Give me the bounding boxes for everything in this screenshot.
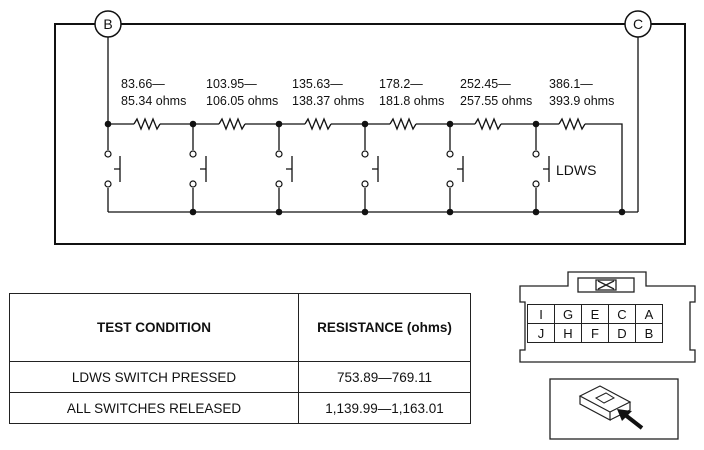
junction-dots [104, 120, 626, 216]
node-c: C [624, 10, 652, 38]
resistor-6-label-line2: 393.9 ohms [549, 94, 614, 108]
resistor-labels: 83.66— 85.34 ohms 103.95— 106.05 ohms 13… [121, 77, 614, 108]
switch-4 [361, 124, 379, 212]
resistor-3-label-line2: 138.37 ohms [292, 94, 364, 108]
top-bus [108, 123, 623, 212]
resistor-ladder [108, 117, 623, 212]
resistor-3 [304, 117, 332, 131]
pin-h: H [554, 323, 582, 343]
node-c-label: C [633, 16, 643, 32]
resistor-5-label-line1: 252.45— [460, 77, 511, 91]
connector-top-row: I G E C A [527, 304, 663, 324]
resistor-1 [133, 117, 161, 131]
pin-a: A [635, 304, 663, 324]
resistance-table: TEST CONDITION RESISTANCE (ohms) LDWS SW… [9, 293, 471, 424]
resistor-5 [474, 117, 502, 131]
pin-j: J [527, 323, 555, 343]
switch-3 [275, 124, 293, 212]
header-test-condition: TEST CONDITION [9, 293, 299, 362]
switch-bank: LDWS [104, 124, 596, 212]
switch-1 [104, 124, 121, 212]
resistor-4-label-line1: 178.2— [379, 77, 423, 91]
resistor-4-label-line2: 181.8 ohms [379, 94, 444, 108]
pin-d: D [608, 323, 636, 343]
pin-i: I [527, 304, 555, 324]
pin-g: G [554, 304, 582, 324]
pin-f: F [581, 323, 609, 343]
diagram-frame [54, 23, 686, 245]
table-row: LDWS SWITCH PRESSED 753.89—769.11 [9, 361, 471, 393]
connector-face-icon [519, 271, 696, 363]
connector-pin-grid: I G E C A J H F D B [527, 304, 663, 343]
node-b: B [94, 10, 122, 38]
resistor-3-label-line1: 135.63— [292, 77, 343, 91]
connector-orientation-icon [549, 378, 679, 440]
resistor-4 [389, 117, 417, 131]
switch-ldws [532, 124, 550, 212]
row-2-condition: ALL SWITCHES RELEASED [9, 392, 299, 424]
pin-e: E [581, 304, 609, 324]
resistor-2-label-line2: 106.05 ohms [206, 94, 278, 108]
resistor-1-label-line2: 85.34 ohms [121, 94, 186, 108]
resistor-5-label-line2: 257.55 ohms [460, 94, 532, 108]
switch-2 [189, 124, 207, 212]
resistor-6 [558, 117, 586, 131]
row-1-condition: LDWS SWITCH PRESSED [9, 361, 299, 393]
resistor-2 [218, 117, 246, 131]
row-1-resistance: 753.89—769.11 [298, 361, 471, 393]
header-resistance: RESISTANCE (ohms) [298, 293, 471, 362]
connector-bottom-row: J H F D B [527, 323, 663, 343]
ldws-label: LDWS [556, 162, 596, 178]
table-row: ALL SWITCHES RELEASED 1,139.99—1,163.01 [9, 392, 471, 424]
table-header-row: TEST CONDITION RESISTANCE (ohms) [9, 293, 471, 362]
switch-5 [446, 124, 464, 212]
pin-c: C [608, 304, 636, 324]
resistor-1-label-line1: 83.66— [121, 77, 165, 91]
row-2-resistance: 1,139.99—1,163.01 [298, 392, 471, 424]
pin-b: B [635, 323, 663, 343]
node-b-label: B [103, 16, 112, 32]
resistor-6-label-line1: 386.1— [549, 77, 593, 91]
resistor-2-label-line1: 103.95— [206, 77, 257, 91]
